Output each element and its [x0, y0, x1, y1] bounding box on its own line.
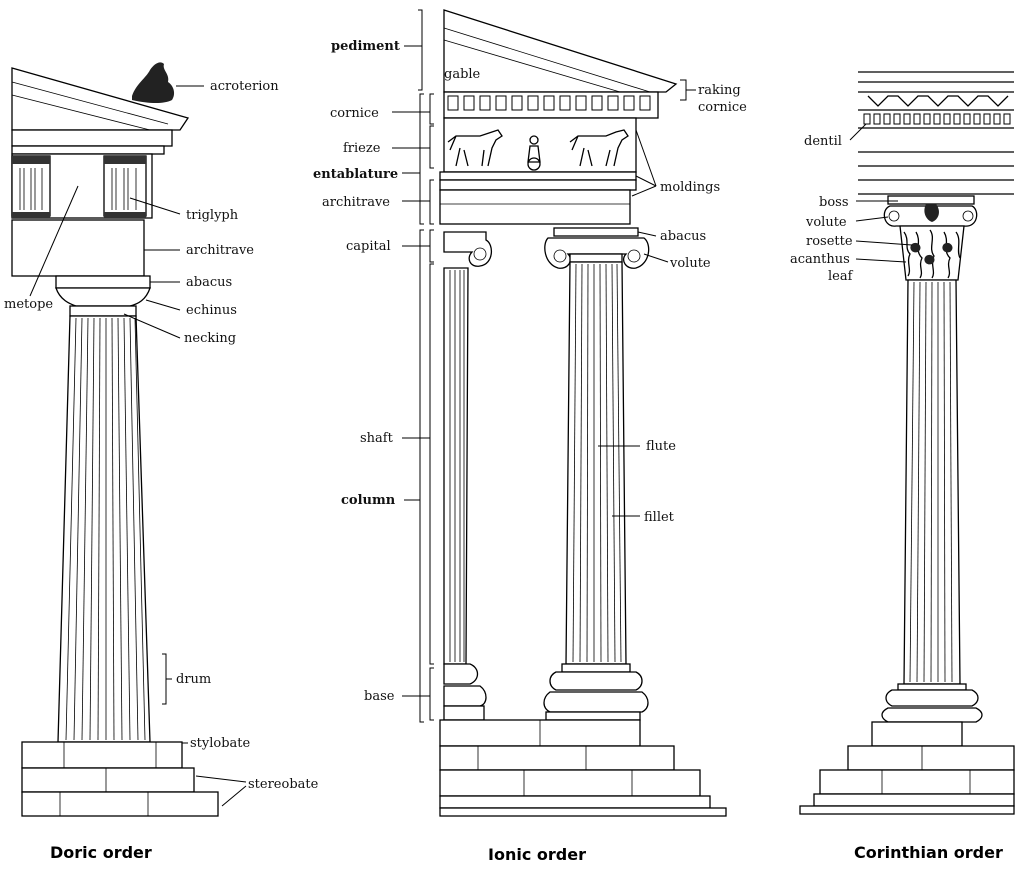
caption-corinthian-order: Corinthian order [854, 843, 1003, 862]
triglyph-left [11, 155, 51, 218]
corinthian-capital [883, 195, 978, 281]
label-architrave-doric: architrave [186, 243, 254, 258]
label-rosette: rosette [806, 234, 853, 249]
caption-doric-order: Doric order [50, 843, 152, 862]
label-raking-cornice-1: raking [698, 83, 741, 98]
label-stylobate: stylobate [190, 736, 251, 751]
label-triglyph: triglyph [186, 208, 239, 223]
frieze-horse-right [569, 129, 629, 167]
label-entablature: entablature [313, 167, 398, 182]
caption-ionic-order: Ionic order [488, 845, 586, 864]
label-abacus-ionic: abacus [660, 229, 706, 244]
label-acanthus-2: leaf [828, 269, 854, 284]
ionic-labels: pediment gable raking cornice cornice fr… [313, 9, 747, 864]
corinthian-labels: dentil boss volute rosette acanthus leaf… [790, 123, 1003, 862]
label-raking-cornice-2: cornice [698, 100, 747, 115]
frieze-rider [527, 135, 541, 171]
label-necking: necking [184, 331, 236, 346]
label-cornice-ionic: cornice [330, 106, 379, 121]
doric-labels: acroterion triglyph architrave abacus me… [4, 79, 319, 862]
label-shaft: shaft [360, 431, 394, 446]
label-metope: metope [4, 297, 53, 312]
triglyph-right [103, 155, 147, 218]
frieze-horse-left [447, 129, 503, 167]
corinthian-order-drawing [799, 71, 1015, 815]
label-drum: drum [176, 672, 211, 687]
label-acroterion: acroterion [210, 79, 279, 94]
label-frieze: frieze [343, 141, 381, 156]
corinthian-dentil-zigzag [867, 95, 1009, 107]
label-column: column [341, 493, 396, 508]
label-echinus: echinus [186, 303, 237, 318]
label-abacus-doric: abacus [186, 275, 232, 290]
label-fillet: fillet [644, 510, 675, 525]
ionic-dentil-row [447, 95, 651, 111]
label-pediment: pediment [331, 39, 400, 54]
label-gable: gable [444, 67, 481, 82]
label-flute: flute [646, 439, 676, 454]
label-volute-ionic: volute [669, 256, 711, 271]
label-boss: boss [819, 195, 849, 210]
label-architrave-ionic: architrave [322, 195, 390, 210]
doric-order-drawing [11, 62, 219, 817]
corinthian-dentil-row [863, 113, 1011, 125]
label-moldings: moldings [660, 180, 720, 195]
label-volute-corinthian: volute [805, 215, 847, 230]
label-dentil: dentil [804, 134, 842, 149]
acroterion-ornament [132, 62, 175, 103]
label-capital: capital [346, 239, 391, 254]
label-acanthus-1: acanthus [790, 252, 850, 267]
label-stereobate: stereobate [248, 777, 319, 792]
ionic-order-drawing [439, 9, 727, 817]
label-base: base [364, 689, 395, 704]
